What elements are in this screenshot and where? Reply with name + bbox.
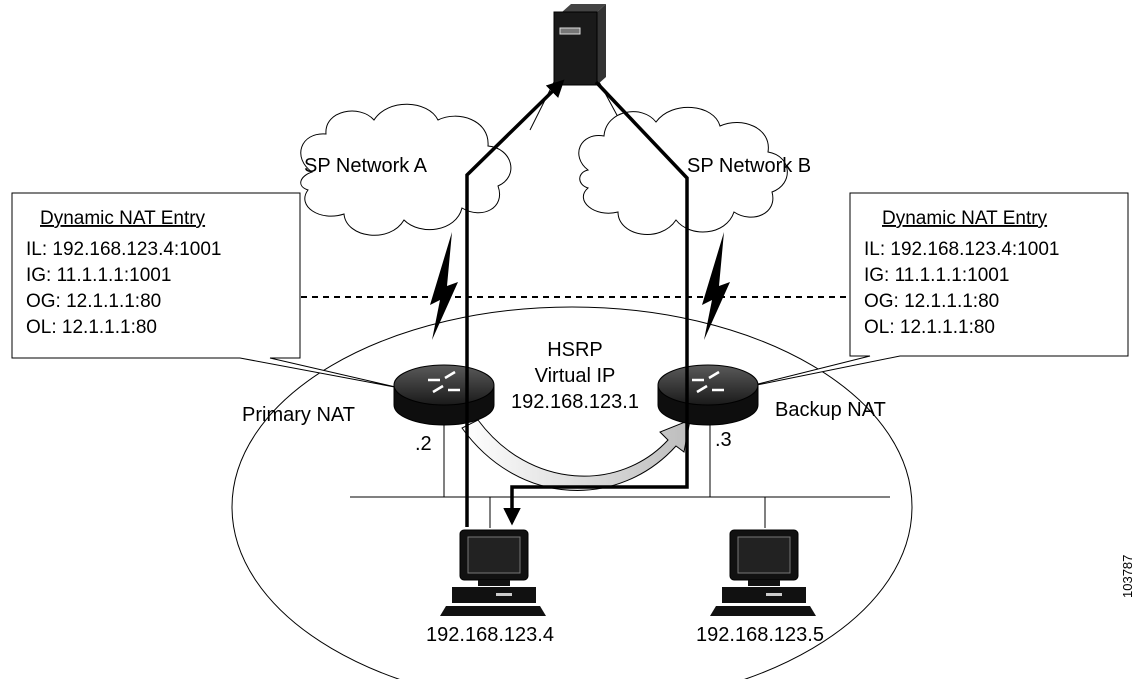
virtual-ip-label: Virtual IP — [535, 365, 616, 387]
server-link-a — [529, 79, 556, 131]
backup-nat-address-suffix: .3 — [715, 429, 732, 451]
hsrp-label: HSRP — [547, 339, 603, 361]
nat-entry-left-line: IL: 192.168.123.4:1001 — [26, 239, 221, 260]
backup-router-icon — [657, 364, 759, 426]
nat-entry-right-line: IG: 11.1.1.1:1001 — [864, 265, 1009, 286]
cloud-a-shape — [300, 103, 512, 236]
primary-nat-label: Primary NAT — [242, 404, 355, 426]
host2-computer-icon — [710, 529, 816, 616]
host1-computer-icon — [440, 529, 546, 616]
lan-boundary — [231, 306, 913, 679]
serial-link-b-icon — [702, 232, 730, 340]
nat-entry-left-box — [11, 192, 401, 389]
nat-entry-left-title: Dynamic NAT Entry — [40, 208, 206, 229]
primary-router-icon — [393, 364, 495, 426]
nat-entry-left-line: OL: 12.1.1.1:80 — [26, 317, 157, 338]
cloud-b-label: SP Network B — [687, 155, 811, 177]
cloud-a-label: SP Network A — [304, 155, 428, 177]
nat-entry-right-line: IL: 192.168.123.4:1001 — [864, 239, 1059, 260]
nat-entry-left-line: IG: 11.1.1.1:1001 — [26, 265, 171, 286]
virtual-ip-address: 192.168.123.1 — [511, 391, 639, 413]
serial-link-a-icon — [430, 232, 458, 340]
traffic-path-outbound — [465, 79, 565, 527]
host1-ip-label: 192.168.123.4 — [426, 624, 554, 646]
figure-id: 103787 — [1120, 555, 1135, 598]
backup-nat-label: Backup NAT — [775, 399, 886, 421]
nat-entry-left-line: OG: 12.1.1.1:80 — [26, 291, 161, 312]
hsrp-failover-arc — [461, 419, 691, 491]
nat-entry-right-line: OG: 12.1.1.1:80 — [864, 291, 999, 312]
nat-entry-right-line: OL: 12.1.1.1:80 — [864, 317, 995, 338]
traffic-path-return — [503, 80, 689, 526]
host2-ip-label: 192.168.123.5 — [696, 624, 824, 646]
nat-entry-right-box — [741, 192, 1129, 389]
cloud-b-shape — [578, 107, 788, 235]
server-icon — [553, 4, 606, 86]
primary-nat-address-suffix: .2 — [415, 433, 432, 455]
nat-entry-right-title: Dynamic NAT Entry — [882, 208, 1048, 229]
